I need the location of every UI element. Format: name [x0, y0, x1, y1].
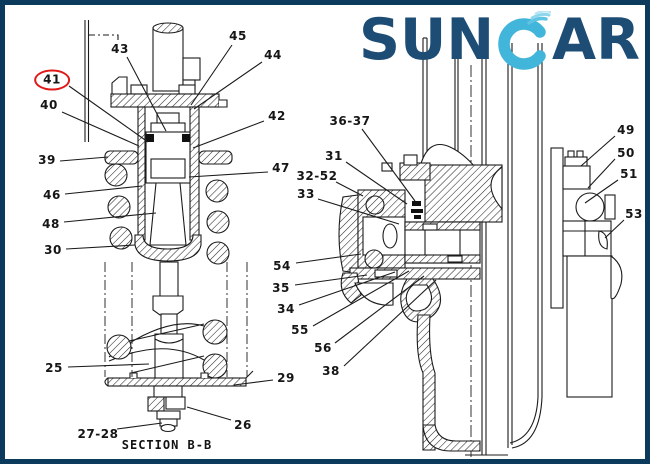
leader-line-31 [345, 161, 408, 205]
leader-line-38 [343, 279, 437, 367]
logo-c-swoosh-icon [498, 11, 552, 70]
leader-line-34 [298, 271, 396, 306]
leader-line-41 [68, 85, 149, 143]
leader-line-47 [188, 171, 269, 178]
leader-line-42 [192, 120, 265, 149]
callout-label-42: 42 [268, 109, 286, 123]
logo-text-ar: AR [552, 7, 641, 73]
leader-line-25 [67, 363, 150, 368]
callout-label-49: 49 [617, 123, 635, 137]
callout-label-27-28: 27-28 [77, 427, 119, 441]
callout-label-30: 30 [44, 243, 62, 257]
callout-label-43: 43 [111, 42, 129, 56]
callout-label-41: 41 [34, 69, 70, 91]
callout-label-55: 55 [291, 323, 309, 337]
leader-line-55 [312, 270, 410, 327]
callout-leader-lines [59, 44, 625, 430]
callout-label-44: 44 [264, 48, 282, 62]
callout-label-50: 50 [617, 146, 635, 160]
leader-line-43 [126, 56, 167, 132]
leader-line-29 [233, 379, 274, 386]
leader-line-54 [295, 253, 362, 264]
leader-line-46 [64, 185, 143, 195]
callout-label-47: 47 [272, 161, 290, 175]
leader-line-35 [294, 274, 368, 286]
leader-line-30 [65, 244, 136, 250]
main-assembly-drawing [338, 27, 623, 457]
callout-label-35: 35 [272, 281, 290, 295]
callout-label-25: 25 [45, 361, 63, 375]
leader-line-32-52 [335, 181, 364, 197]
parts-diagram-art [84, 20, 623, 457]
section-bb-drawing [84, 20, 254, 433]
leader-line-27-28 [116, 422, 163, 430]
leader-line-56 [334, 275, 425, 344]
leader-line-36-37 [361, 128, 416, 202]
callout-label-46: 46 [43, 188, 61, 202]
callout-label-56: 56 [314, 341, 332, 355]
section-caption: SECTION B-B [121, 438, 213, 452]
leader-line-48 [63, 212, 157, 223]
callout-label-29: 29 [277, 371, 295, 385]
callout-label-54: 54 [273, 259, 291, 273]
leader-line-33 [317, 198, 400, 225]
leader-line-40 [61, 111, 140, 147]
callout-label-39: 39 [38, 153, 56, 167]
callout-label-45: 45 [229, 29, 247, 43]
callout-label-31: 31 [325, 149, 343, 163]
leader-line-39 [59, 156, 109, 162]
callout-label-53: 53 [625, 207, 643, 221]
callout-labels: 43 45 44 41 40 42 39 47 46 48 30 25 29 26 27-28 36-37 31… [5, 5, 645, 459]
leader-line-53 [604, 219, 625, 239]
leader-line-44 [193, 61, 263, 110]
suncar-logo: SUN AR [359, 7, 641, 73]
callout-label-26: 26 [234, 418, 252, 432]
logo-c-mark [495, 9, 552, 71]
callout-label-33: 33 [297, 187, 315, 201]
callout-label-51: 51 [620, 167, 638, 181]
callout-label-48: 48 [42, 217, 60, 231]
callout-label-38: 38 [322, 364, 340, 378]
leader-line-51 [584, 179, 619, 204]
callout-label-34: 34 [277, 302, 295, 316]
callout-label-40: 40 [40, 98, 58, 112]
callout-label-32-52: 32-52 [296, 169, 338, 183]
leader-line-49 [580, 135, 616, 167]
leader-line-45 [190, 44, 233, 106]
logo-text-sun: SUN [359, 7, 495, 73]
leader-line-50 [587, 158, 616, 189]
callout-label-36-37: 36-37 [329, 114, 371, 128]
leader-line-26 [186, 406, 232, 421]
